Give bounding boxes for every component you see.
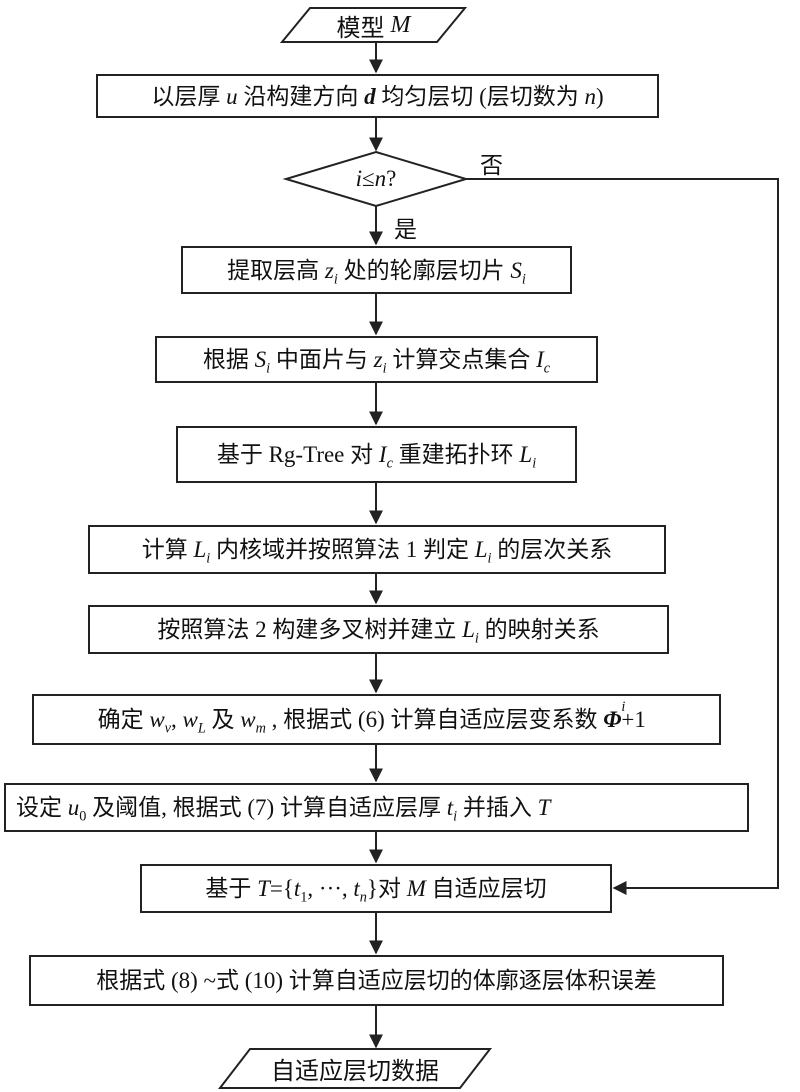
step-adaptive-slice: 基于 T={t1, ···, tn}对 M 自适应层切 — [140, 864, 612, 913]
step-rebuild-loop: 基于 Rg-Tree 对 Ic 重建拓扑环 Li — [176, 426, 577, 483]
decision-label: i≤n? — [355, 166, 397, 191]
step-intersection-set: 根据 Si 中面片与 zi 计算交点集合 Ic — [155, 336, 598, 383]
arrow-decision-no-branch — [466, 178, 779, 895]
decision-no-label: 否 — [480, 153, 503, 178]
step-extract-slice: 提取层高 zi 处的轮廓层切片 Si — [181, 246, 572, 294]
start-parallelogram — [279, 7, 468, 43]
end-label: 自适应层切数据 — [271, 1059, 439, 1085]
start-label: 模型 M — [282, 8, 465, 42]
step-hierarchy: 计算 Li 内核域并按照算法 1 判定 Li 的层次关系 — [88, 525, 666, 574]
decision-yes-label: 是 — [394, 217, 417, 242]
end-parallelogram — [217, 1048, 493, 1089]
start-prefix: 模型 — [336, 15, 385, 42]
step-volume-error: 根据式 (8) ~式 (10) 计算自适应层切的体廓逐层体积误差 — [29, 955, 724, 1006]
step-uniform-slice: 以层厚 u 沿构建方向 d 均匀层切 (层切数为 n) — [96, 74, 659, 118]
step-adaptive-thickness: 设定 u0 及阈值, 根据式 (7) 计算自适应层厚 ti 并插入 T — [4, 783, 749, 832]
start-var: M — [390, 11, 411, 38]
step-multiway-tree: 按照算法 2 构建多叉树并建立 Li 的映射关系 — [88, 605, 669, 654]
